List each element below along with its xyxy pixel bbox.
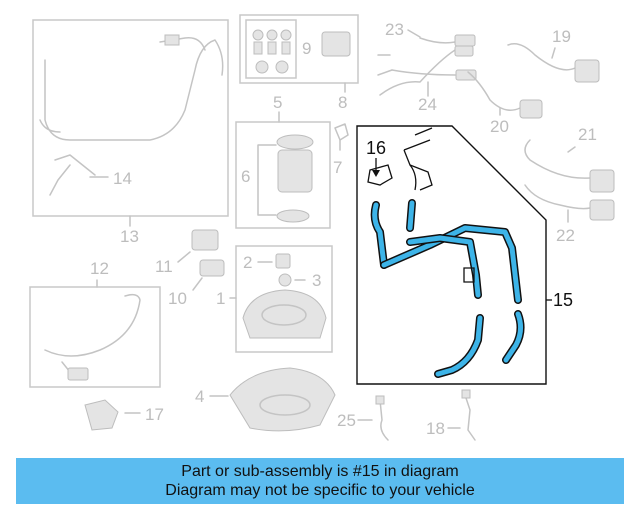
- part-13-group: 14 13: [32, 19, 229, 246]
- part-5-group: 5 6: [235, 93, 331, 229]
- callout-22: 22: [556, 226, 575, 245]
- callout-12: 12: [90, 259, 109, 278]
- part-18-group: 18: [426, 389, 476, 441]
- part-15-assembly[interactable]: 16 15: [356, 125, 573, 385]
- sensor-19-connector: [574, 59, 600, 83]
- callout-5: 5: [273, 93, 282, 112]
- callout-25: 25: [337, 411, 356, 430]
- callout-19: 19: [552, 27, 571, 46]
- callout-8: 8: [338, 93, 347, 112]
- purge-valve: [84, 399, 119, 431]
- part-10-connector: [199, 259, 225, 277]
- sensor-22-connector: [589, 199, 615, 221]
- callout-23: 23: [385, 20, 404, 39]
- tank-unit: [242, 289, 327, 339]
- part-12-connector: [67, 367, 89, 381]
- part-25-group: 25: [337, 395, 389, 441]
- callout-20: 20: [490, 117, 509, 136]
- part-12-box: [29, 286, 161, 388]
- sensor-20-connector: [519, 99, 543, 119]
- callout-4: 4: [195, 387, 204, 406]
- callout-14: 14: [113, 169, 132, 188]
- callout-2: 2: [243, 253, 252, 272]
- part-10-11-group: 11 10: [155, 229, 225, 308]
- info-banner: Part or sub-assembly is #15 in diagram D…: [16, 458, 624, 504]
- sensor-21-22-group: 21 22: [524, 125, 615, 245]
- sensor-23-24-group: 23 24: [377, 20, 477, 114]
- part-13-connector: [164, 34, 180, 46]
- callout-1: 1: [216, 289, 225, 308]
- callout-16: 16: [366, 138, 386, 158]
- part-8-group: 9 8: [239, 14, 359, 112]
- callout-11: 11: [155, 257, 173, 276]
- part-5-box: [235, 121, 331, 229]
- callout-10: 10: [168, 289, 187, 308]
- part-12-group: 12: [29, 259, 161, 388]
- callout-21: 21: [578, 125, 597, 144]
- part-1-group: 2 3 1: [216, 245, 333, 353]
- callout-13: 13: [120, 227, 139, 246]
- part-11-clip: [191, 229, 219, 251]
- callout-9: 9: [302, 39, 311, 58]
- part-8-box: [239, 14, 359, 84]
- callout-7: 7: [333, 158, 342, 177]
- callout-6: 6: [241, 167, 250, 186]
- banner-line-2: Diagram may not be specific to your vehi…: [165, 482, 475, 499]
- parts-diagram: 14 13 9 8 23 24 19 20: [29, 14, 615, 441]
- callout-3: 3: [312, 271, 321, 290]
- callout-15: 15: [553, 290, 573, 310]
- callout-24: 24: [418, 95, 437, 114]
- part-7-group: 7: [333, 123, 349, 177]
- fuel-tank-shield: [229, 367, 336, 432]
- banner-line-1: Part or sub-assembly is #15 in diagram: [181, 463, 459, 480]
- sensor-19-20-group: 19 20: [467, 27, 600, 136]
- fuel-pump-body: [277, 149, 313, 193]
- part-4-group: 4: [195, 367, 336, 432]
- part-1-box: [235, 245, 333, 353]
- part-9-box: [245, 19, 297, 79]
- part-9-valve: [321, 31, 351, 57]
- part-15-box: [356, 125, 547, 385]
- sensor-21-connector: [589, 169, 615, 193]
- part-17-group: 17: [84, 399, 164, 431]
- callout-17: 17: [145, 405, 164, 424]
- callout-18: 18: [426, 419, 445, 438]
